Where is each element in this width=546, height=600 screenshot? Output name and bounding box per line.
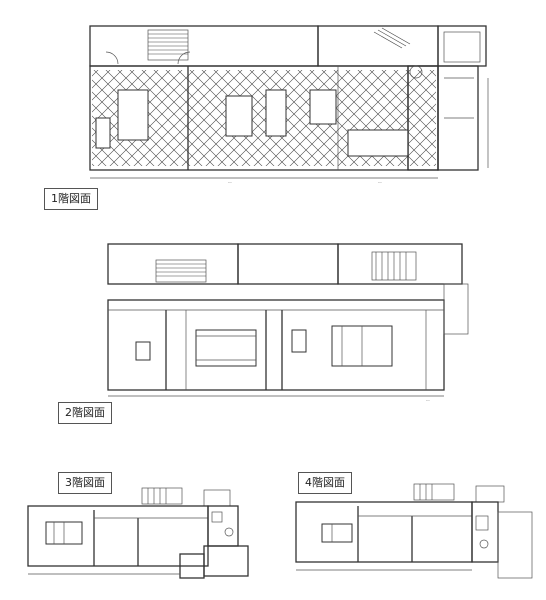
floor-2-drawing: --- bbox=[107, 243, 469, 402]
floor-3-label: 3階図面 bbox=[58, 472, 112, 494]
floor-4-label: 4階図面 bbox=[298, 472, 352, 494]
svg-text:---: --- bbox=[426, 398, 431, 402]
floor-2-plan: --- bbox=[96, 230, 486, 402]
floor-2-stair-left bbox=[155, 259, 207, 283]
floor-1-plan: --- --- bbox=[78, 18, 498, 188]
floor-4-plan bbox=[292, 482, 534, 582]
floor-2-stair-right bbox=[371, 251, 417, 281]
floor-1-drawing: --- --- bbox=[89, 25, 489, 184]
floor-4-drawing bbox=[295, 483, 533, 579]
floor-3-drawing bbox=[27, 487, 249, 579]
floor-1-label: 1階図面 bbox=[44, 188, 98, 210]
floor-1-stair bbox=[147, 29, 189, 61]
floor-2-label: 2階図面 bbox=[58, 402, 112, 424]
floor-3-plan bbox=[24, 484, 254, 588]
svg-text:---: --- bbox=[228, 180, 233, 184]
svg-text:---: --- bbox=[378, 180, 383, 184]
